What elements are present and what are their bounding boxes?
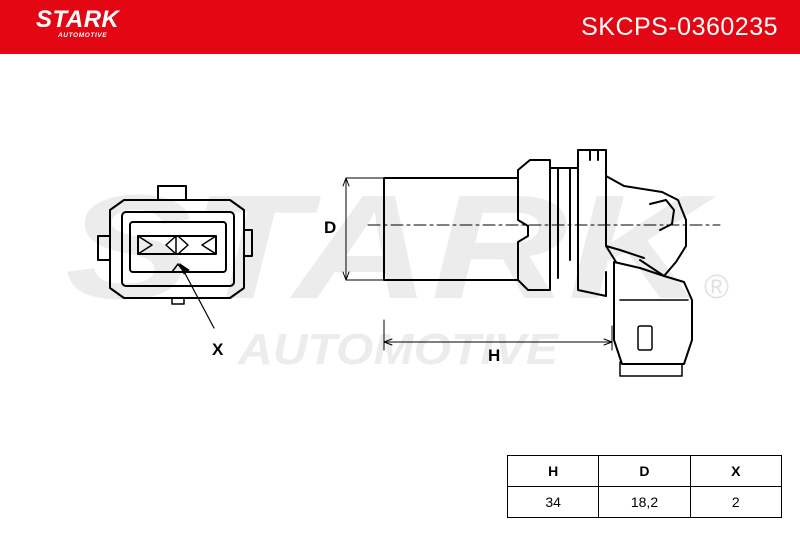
dim-value-h: 34 (506, 486, 600, 518)
dim-header-d: D (598, 455, 691, 487)
dim-header-h: H (506, 455, 600, 487)
dim-value-x: 2 (689, 486, 783, 518)
watermark-sub: AUTOMOTIVE (237, 325, 560, 374)
dimension-lines (342, 177, 613, 351)
connector-front-view (97, 185, 253, 305)
header-bar: STARK AUTOMOTIVE SKCPS-0360235 (0, 0, 800, 54)
dim-header-x: X (689, 455, 783, 487)
brand-sub: AUTOMOTIVE (58, 32, 108, 39)
brand-logo: STARK AUTOMOTIVE (36, 6, 136, 46)
sensor-side-view (383, 149, 693, 377)
dimensions-header-row: H D X (506, 455, 783, 487)
dimensions-value-row: 34 18,2 2 (506, 486, 783, 518)
label-h: H (488, 346, 501, 365)
label-d: D (324, 218, 337, 237)
watermark-registered-mark: ® (704, 268, 729, 306)
dimensions-table: H D X 34 18,2 2 (506, 455, 783, 518)
label-x: X (212, 340, 224, 359)
dim-value-d: 18,2 (598, 486, 691, 518)
part-number: SKCPS-0360235 (581, 13, 778, 41)
brand-name: STARK (36, 6, 120, 33)
